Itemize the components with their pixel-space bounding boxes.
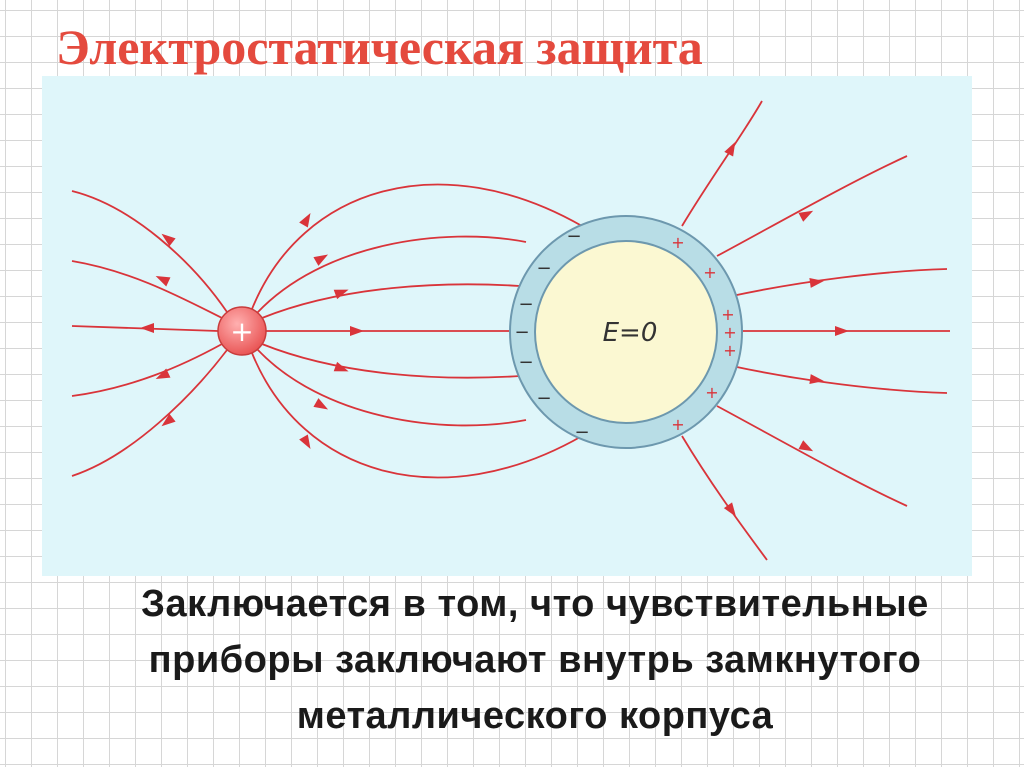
field-line	[731, 268, 948, 297]
induced-positive-sign: +	[671, 415, 684, 434]
field-line	[731, 365, 948, 394]
field-line	[256, 235, 527, 314]
field-arrow	[798, 210, 814, 222]
field-arrow	[161, 413, 176, 427]
induced-negative-sign: −	[536, 258, 551, 279]
diagram-panel: + E=0 −−−−−−− +++++++	[42, 76, 972, 576]
induced-positive-sign: +	[671, 233, 684, 252]
induced-positive-sign: +	[723, 341, 736, 360]
body-text-line-1: Заключается в том, что чувствительные	[141, 583, 929, 625]
field-arrow	[333, 361, 349, 372]
field-line	[681, 435, 768, 561]
field-line	[716, 405, 908, 507]
point-charge	[217, 306, 267, 356]
induced-negative-sign: −	[514, 322, 529, 343]
point-charge-sign: +	[230, 315, 253, 348]
induced-negative-sign: −	[518, 294, 533, 315]
field-line	[71, 260, 223, 319]
field-line	[71, 190, 228, 313]
field-arrow	[723, 502, 737, 517]
body-text-line-3: металлического корпуса	[296, 695, 774, 737]
induced-positive-sign: +	[705, 383, 718, 402]
induced-positive-sign: +	[703, 263, 716, 282]
field-line	[251, 183, 583, 310]
field-arrow	[350, 326, 364, 336]
field-arrow	[809, 374, 824, 384]
induced-positive-sign: +	[721, 305, 734, 324]
field-line	[71, 349, 228, 477]
shielded-cavity	[534, 240, 718, 424]
induced-negative-sign: −	[574, 422, 589, 443]
field-arrow	[299, 212, 311, 228]
induced-positive-charges: +++++++	[671, 233, 736, 434]
field-line	[251, 352, 583, 479]
field-line	[256, 348, 527, 427]
field-arrow	[313, 254, 329, 266]
body-text: Заключается в том, что чувствительные пр…	[0, 576, 1024, 744]
induced-negative-sign: −	[566, 226, 581, 247]
induced-negative-sign: −	[518, 352, 533, 373]
field-arrow	[313, 398, 329, 410]
field-arrow	[809, 278, 824, 288]
field-inside-label: E=0	[603, 318, 658, 348]
induced-positive-sign: +	[723, 323, 736, 342]
field-line	[71, 343, 223, 397]
field-arrow	[299, 434, 311, 450]
field-line	[681, 100, 763, 227]
field-arrow	[724, 141, 736, 157]
field-arrow	[161, 233, 176, 247]
field-line	[716, 155, 908, 257]
field-arrow	[155, 276, 171, 287]
field-arrows	[140, 141, 849, 517]
field-arrow	[140, 323, 154, 333]
field-arrow	[798, 440, 814, 452]
electrostatic-shielding-diagram: + E=0 −−−−−−− +++++++	[71, 100, 950, 561]
field-arrow	[835, 326, 849, 336]
field-line	[261, 343, 521, 379]
field-arrow	[155, 368, 171, 379]
induced-negative-sign: −	[536, 388, 551, 409]
field-arrow	[333, 289, 349, 300]
induced-negative-charges: −−−−−−−	[514, 226, 589, 443]
body-text-line-2: приборы заключают внутрь замкнутого	[148, 639, 922, 681]
field-line	[261, 283, 521, 319]
slide-title: Электростатическая защита	[56, 19, 703, 75]
